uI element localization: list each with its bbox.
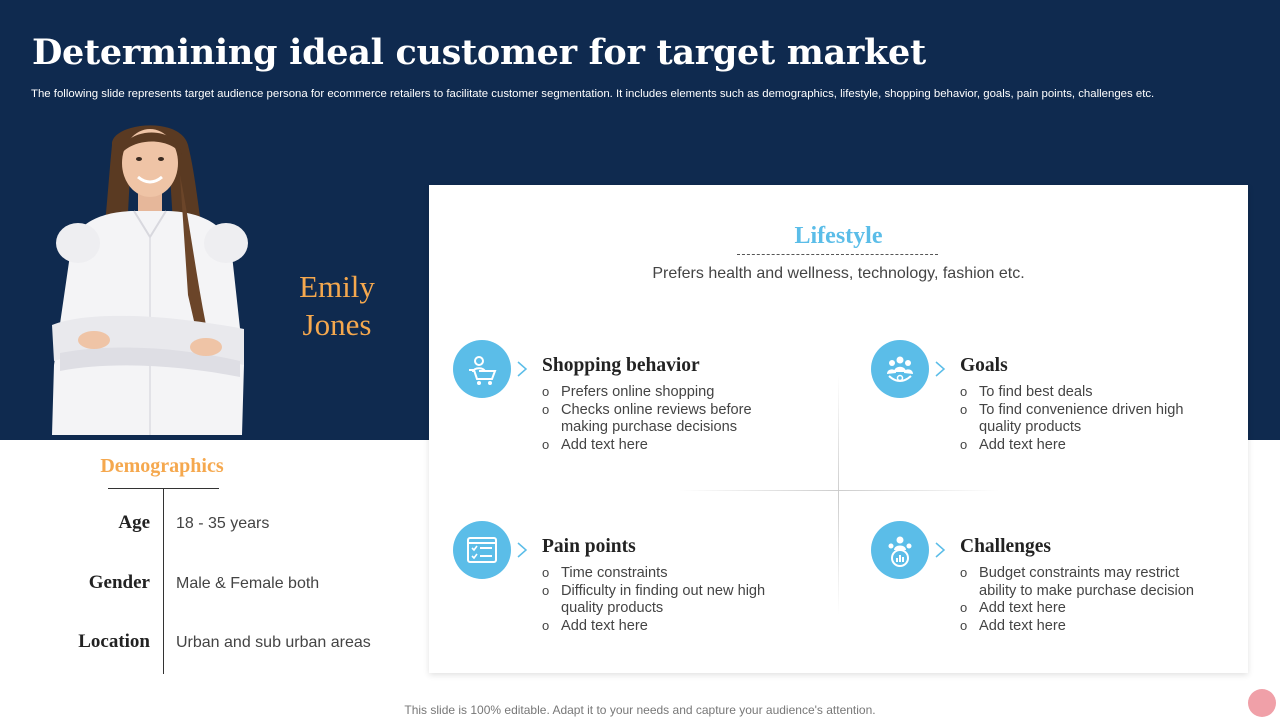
chevron-right-icon xyxy=(935,542,946,558)
section-pain-points: Pain points Time constraints Difficulty … xyxy=(453,521,833,651)
list-item: To find best deals xyxy=(960,383,1220,402)
shopping-behavior-title: Shopping behavior xyxy=(542,355,700,376)
goals-title: Goals xyxy=(960,355,1008,376)
page-title: Determining ideal customer for target ma… xyxy=(32,32,926,73)
footer-note: This slide is 100% editable. Adapt it to… xyxy=(404,703,876,717)
demographics-title: Demographics xyxy=(100,455,224,477)
demographics-value-gender: Male & Female both xyxy=(176,575,320,592)
team-goals-icon xyxy=(871,340,929,398)
list-item: Add text here xyxy=(960,617,1220,636)
persona-details-card: Lifestyle Prefers health and wellness, t… xyxy=(429,185,1248,673)
list-item: To find convenience driven high quality … xyxy=(960,401,1220,437)
persona-first-name: Emily xyxy=(299,269,375,304)
persona-last-name: Jones xyxy=(302,307,372,342)
lifestyle-title: Lifestyle xyxy=(794,223,883,249)
list-item: Add text here xyxy=(542,617,802,636)
demographics-value-location: Urban and sub urban areas xyxy=(176,634,371,651)
demographics-label-gender: Gender xyxy=(88,572,150,593)
list-item: Difficulty in finding out new high quali… xyxy=(542,582,802,618)
chevron-right-icon xyxy=(517,361,528,377)
challenges-title: Challenges xyxy=(960,536,1052,557)
quadrant-divider-horizontal xyxy=(679,490,999,491)
list-item: Time constraints xyxy=(542,564,802,583)
list-item: Budget constraints may restrict ability … xyxy=(960,564,1220,600)
shopping-cart-icon xyxy=(453,340,511,398)
challenges-list: Budget constraints may restrict ability … xyxy=(960,564,1220,636)
user-chart-icon xyxy=(871,521,929,579)
goals-list: To find best deals To find convenience d… xyxy=(960,383,1220,455)
demographics-label-location: Location xyxy=(78,631,150,652)
pain-points-title: Pain points xyxy=(542,536,636,557)
corner-dot xyxy=(1248,689,1276,717)
pain-points-list: Time constraints Difficulty in finding o… xyxy=(542,564,802,636)
checklist-window-icon xyxy=(453,521,511,579)
persona-photo xyxy=(52,125,248,435)
lifestyle-text: Prefers health and wellness, technology,… xyxy=(652,265,1025,282)
section-goals: Goals To find best deals To find conveni… xyxy=(871,340,1251,470)
demographics-label-age: Age xyxy=(118,512,150,533)
shopping-behavior-list: Prefers online shopping Checks online re… xyxy=(542,383,802,455)
persona-name: Emily Jones xyxy=(262,268,412,344)
demographics-divider xyxy=(163,488,164,674)
list-item: Checks online reviews before making purc… xyxy=(542,401,802,437)
section-shopping-behavior: Shopping behavior Prefers online shoppin… xyxy=(453,340,833,470)
list-item: Add text here xyxy=(960,436,1220,455)
chevron-right-icon xyxy=(517,542,528,558)
quadrant-divider-vertical xyxy=(838,375,839,615)
list-item: Add text here xyxy=(542,436,802,455)
page-subtitle: The following slide represents target au… xyxy=(31,88,1155,100)
list-item: Prefers online shopping xyxy=(542,383,802,402)
demographics-value-age: 18 - 35 years xyxy=(176,515,270,532)
section-challenges: Challenges Budget constraints may restri… xyxy=(871,521,1251,651)
lifestyle-underline xyxy=(737,254,938,255)
chevron-right-icon xyxy=(935,361,946,377)
list-item: Add text here xyxy=(960,599,1220,618)
